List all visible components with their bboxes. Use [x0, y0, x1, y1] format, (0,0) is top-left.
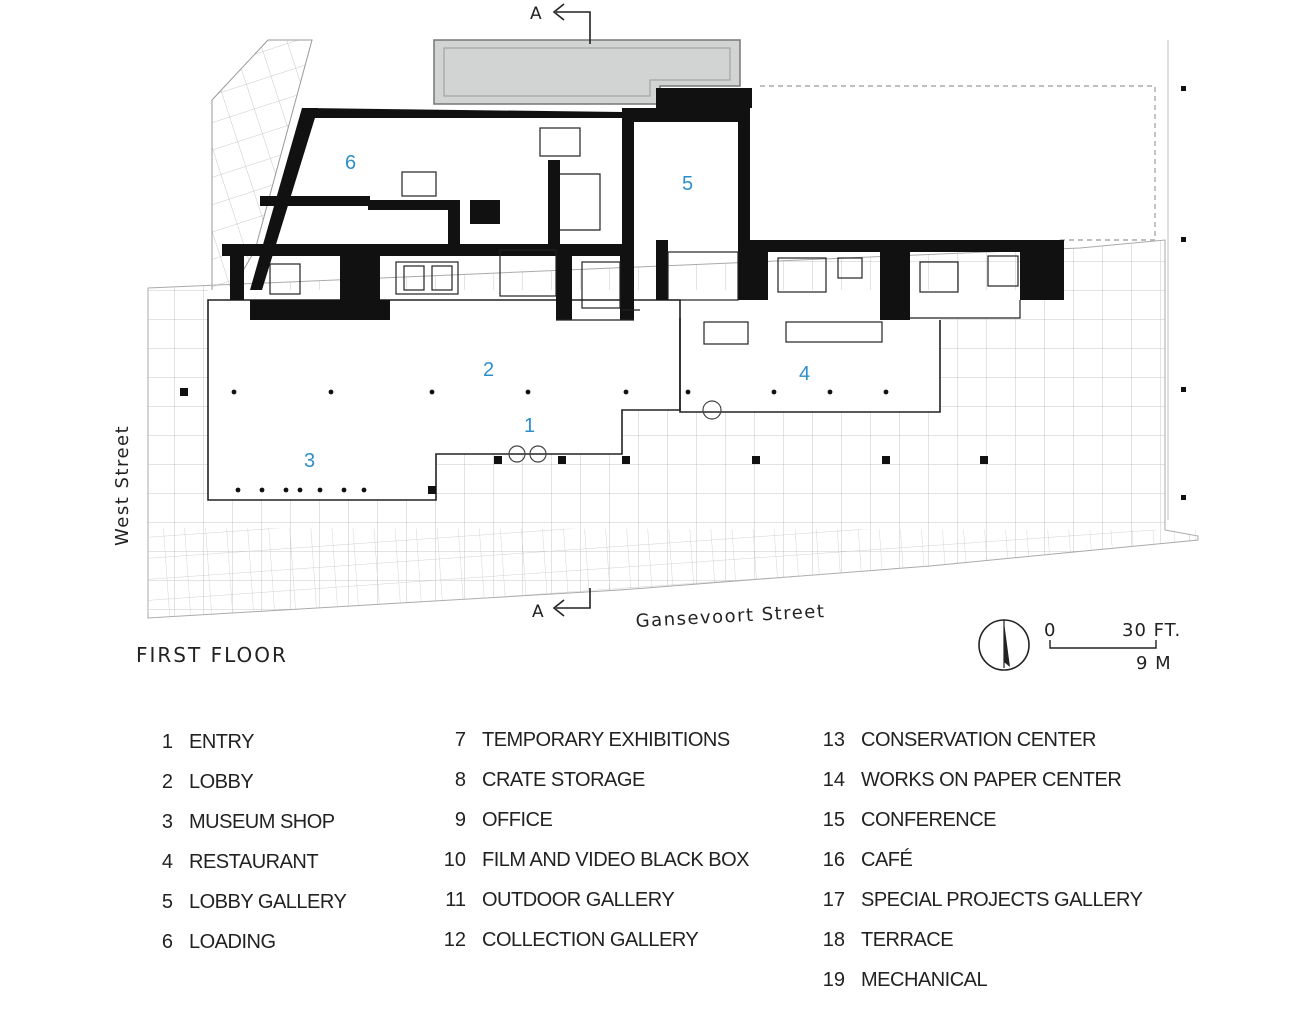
legend-label: LOADING [189, 931, 276, 953]
legend-number: 1 [161, 731, 173, 753]
legend-label: CAFÉ [861, 849, 913, 871]
west-street-label: West Street [112, 425, 133, 546]
legend-number: 13 [822, 729, 845, 751]
legend-label: MUSEUM SHOP [189, 811, 335, 833]
room-number-1: 1 [524, 415, 535, 437]
room-number-2: 2 [483, 359, 494, 381]
legend-number: 19 [822, 969, 845, 991]
legend-label: LOBBY [189, 771, 254, 793]
room-number-4: 4 [799, 363, 810, 385]
room-number-5: 5 [682, 173, 693, 195]
legend-number: 18 [822, 929, 845, 951]
scale-bar [1049, 640, 1157, 649]
legend-label: CRATE STORAGE [482, 769, 645, 791]
legend-number: 10 [443, 849, 466, 871]
north-arrow-icon [978, 619, 1030, 671]
section-mark-bottom [552, 588, 591, 617]
legend-number: 11 [445, 889, 466, 911]
legend-number: 9 [454, 809, 466, 831]
legend-label: SPECIAL PROJECTS GALLERY [861, 889, 1143, 911]
legend-number: 8 [454, 769, 466, 791]
legend-label: MECHANICAL [861, 969, 988, 991]
floor-plan: 1 2 3 4 5 6 A A West Street Gansevoort S… [112, 3, 1199, 674]
adjacent-building [433, 39, 741, 105]
legend-label: TEMPORARY EXHIBITIONS [482, 729, 730, 751]
legend-number: 16 [822, 849, 845, 871]
legend-label: OFFICE [482, 809, 553, 831]
legend-label: CONSERVATION CENTER [861, 729, 1096, 751]
legend-label: LOBBY GALLERY [189, 891, 347, 913]
legend-number: 6 [161, 931, 173, 953]
entry-fixtures [508, 400, 722, 463]
legend-number: 2 [161, 771, 173, 793]
legend-label: CONFERENCE [861, 809, 997, 831]
property-line [760, 85, 1156, 241]
building-walls [222, 88, 1064, 320]
legend-label: ENTRY [189, 731, 254, 753]
legend-number: 14 [822, 769, 845, 791]
sidewalk-grid [148, 528, 1198, 618]
legend-label: FILM AND VIDEO BLACK BOX [482, 849, 749, 871]
room-number-3: 3 [304, 450, 315, 472]
section-label-bottom: A [532, 602, 544, 622]
legend-number: 15 [822, 809, 845, 831]
legend-number: 5 [161, 891, 173, 913]
room-number-6: 6 [345, 152, 356, 174]
scale-zero: 0 [1044, 620, 1056, 641]
legend-label: WORKS ON PAPER CENTER [861, 769, 1122, 791]
lobby-floor [208, 290, 1020, 412]
gansevoort-street-label: Gansevoort Street [635, 601, 826, 632]
columns [180, 86, 1186, 500]
legend-label: RESTAURANT [189, 851, 319, 873]
legend-number: 7 [454, 729, 466, 751]
legend-number: 17 [822, 889, 845, 911]
legend-number: 4 [161, 851, 173, 873]
section-label-top: A [530, 4, 542, 24]
scale-meters: 9 M [1136, 653, 1172, 674]
section-mark-top [552, 3, 591, 44]
legend-number: 12 [443, 929, 466, 951]
interior-outlines [269, 127, 1021, 345]
legend-label: COLLECTION GALLERY [482, 929, 699, 951]
legend-label: OUTDOOR GALLERY [482, 889, 675, 911]
legend-number: 3 [161, 811, 173, 833]
glazing-line [679, 318, 941, 413]
scale-feet: 30 FT. [1122, 620, 1181, 641]
legend-label: TERRACE [861, 929, 954, 951]
floor-title: FIRST FLOOR [136, 643, 288, 667]
